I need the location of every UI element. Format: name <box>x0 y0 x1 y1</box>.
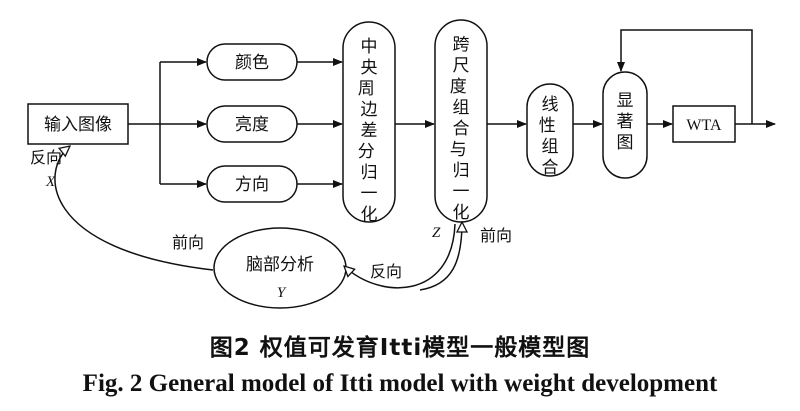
direction-label: 方向 <box>235 175 269 195</box>
forward-left-label: 前向 <box>172 233 204 252</box>
backward-arc-y <box>344 223 456 289</box>
backward-x-label: 反向 <box>30 148 62 167</box>
center-surround-node <box>342 21 396 223</box>
wta-label: WTA <box>686 117 722 134</box>
input-image-box <box>27 103 129 145</box>
feedback-loop-arrow <box>617 29 753 124</box>
cross-scale-label: 跨尺度 组合与 归一化 <box>450 35 472 223</box>
saliency-map-label: 显著图 <box>617 91 634 153</box>
saliency-map-node <box>602 71 648 179</box>
itti-model-diagram: 输入图像 颜色 亮度 方向 中央周 边差分 归一化 跨尺度 组合与 归一化 线性… <box>27 19 776 309</box>
linear-combination-label: 线性 组合 <box>539 95 561 178</box>
forward-z-label: 前向 <box>480 226 512 245</box>
backward-arc-x <box>54 146 214 271</box>
brightness-label: 亮度 <box>235 115 269 135</box>
backward-y-label: 反向 <box>370 262 402 281</box>
forward-arc-z <box>419 222 462 291</box>
linear-combination-node <box>526 83 574 177</box>
var-y-label: Y <box>277 285 287 301</box>
var-x-label: X <box>45 174 56 190</box>
input-image-label: 输入图像 <box>44 115 112 135</box>
color-label: 颜色 <box>235 53 269 73</box>
caption-english: Fig. 2 General model of Itti model with … <box>82 370 718 397</box>
brain-analysis-label: 脑部分析 <box>246 255 314 275</box>
var-z-label: Z <box>432 225 441 241</box>
caption-chinese: 图2 权值可发育Itti模型一般模型图 <box>209 335 591 361</box>
center-surround-label: 中央周 边差分 归一化 <box>358 37 380 225</box>
